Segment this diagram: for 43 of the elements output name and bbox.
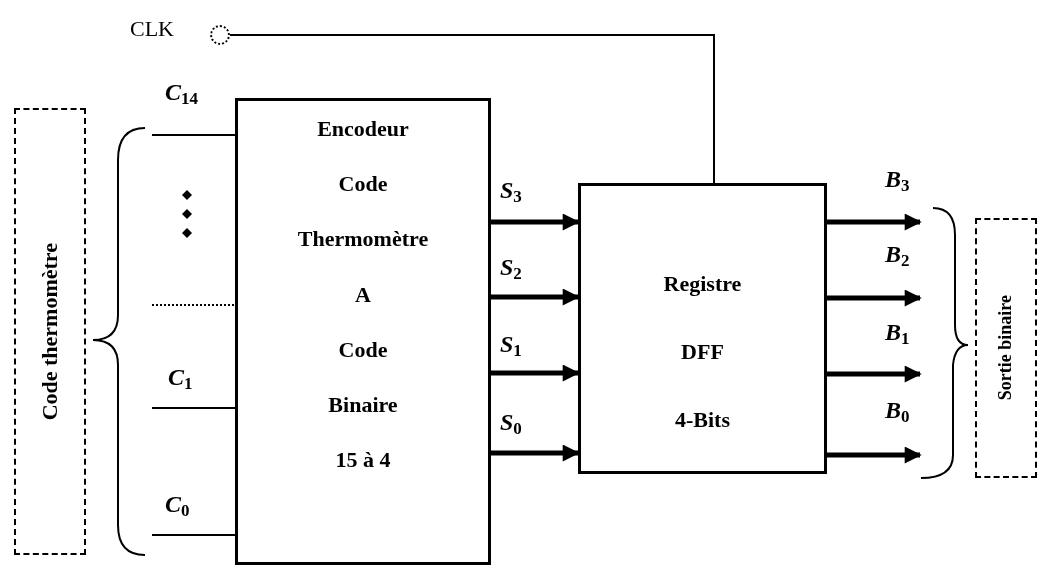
block-text: 4-Bits	[675, 408, 730, 433]
block-text: Thermomètre	[297, 227, 429, 252]
block-text: Encodeur	[317, 117, 409, 142]
block-text: 15 à 4	[335, 448, 391, 473]
edge-label: C$_{14}$	[165, 80, 198, 107]
register-block	[578, 183, 827, 474]
block-text: Code	[338, 337, 388, 362]
signal-line	[151, 304, 236, 306]
arrow	[491, 213, 580, 231]
signal-line	[151, 407, 236, 409]
edge-label: B$_{2}$	[885, 242, 910, 269]
signal-line	[151, 134, 236, 136]
block-text: DFF	[681, 340, 724, 365]
edge-label: S$_{1}$	[500, 332, 522, 359]
edge-label: S$_{2}$	[500, 255, 522, 282]
arrow	[827, 213, 922, 231]
block-text: Code	[338, 172, 388, 197]
dashed-group-box	[975, 218, 1037, 478]
encoder-block	[235, 98, 491, 565]
signal-line	[151, 534, 236, 536]
block-text: Binaire	[328, 392, 398, 418]
arrow	[827, 446, 922, 464]
edge-label: B$_{3}$	[885, 167, 910, 194]
dashed-group-box	[14, 108, 86, 555]
signal-line	[229, 34, 715, 184]
edge-label: B$_{1}$	[885, 320, 910, 347]
edge-label: S$_{0}$	[500, 410, 522, 437]
edge-label: C$_{1}$	[168, 365, 193, 392]
block-text: A	[355, 282, 371, 307]
arrow	[491, 444, 580, 462]
edge-label: C$_{0}$	[165, 492, 190, 519]
block-text: Registre	[663, 272, 742, 297]
block-text: Sortie binaire	[996, 295, 1016, 401]
block-text: Code thermomètre	[37, 242, 63, 421]
edge-label: B$_{0}$	[885, 398, 910, 425]
arrow	[827, 365, 922, 383]
signal-name: CLK	[130, 18, 174, 40]
clock-input-circle	[210, 25, 230, 45]
arrow	[827, 289, 922, 307]
edge-label: S$_{3}$	[500, 178, 522, 205]
arrow	[491, 288, 580, 306]
arrow	[491, 364, 580, 382]
curly-brace	[920, 207, 969, 479]
